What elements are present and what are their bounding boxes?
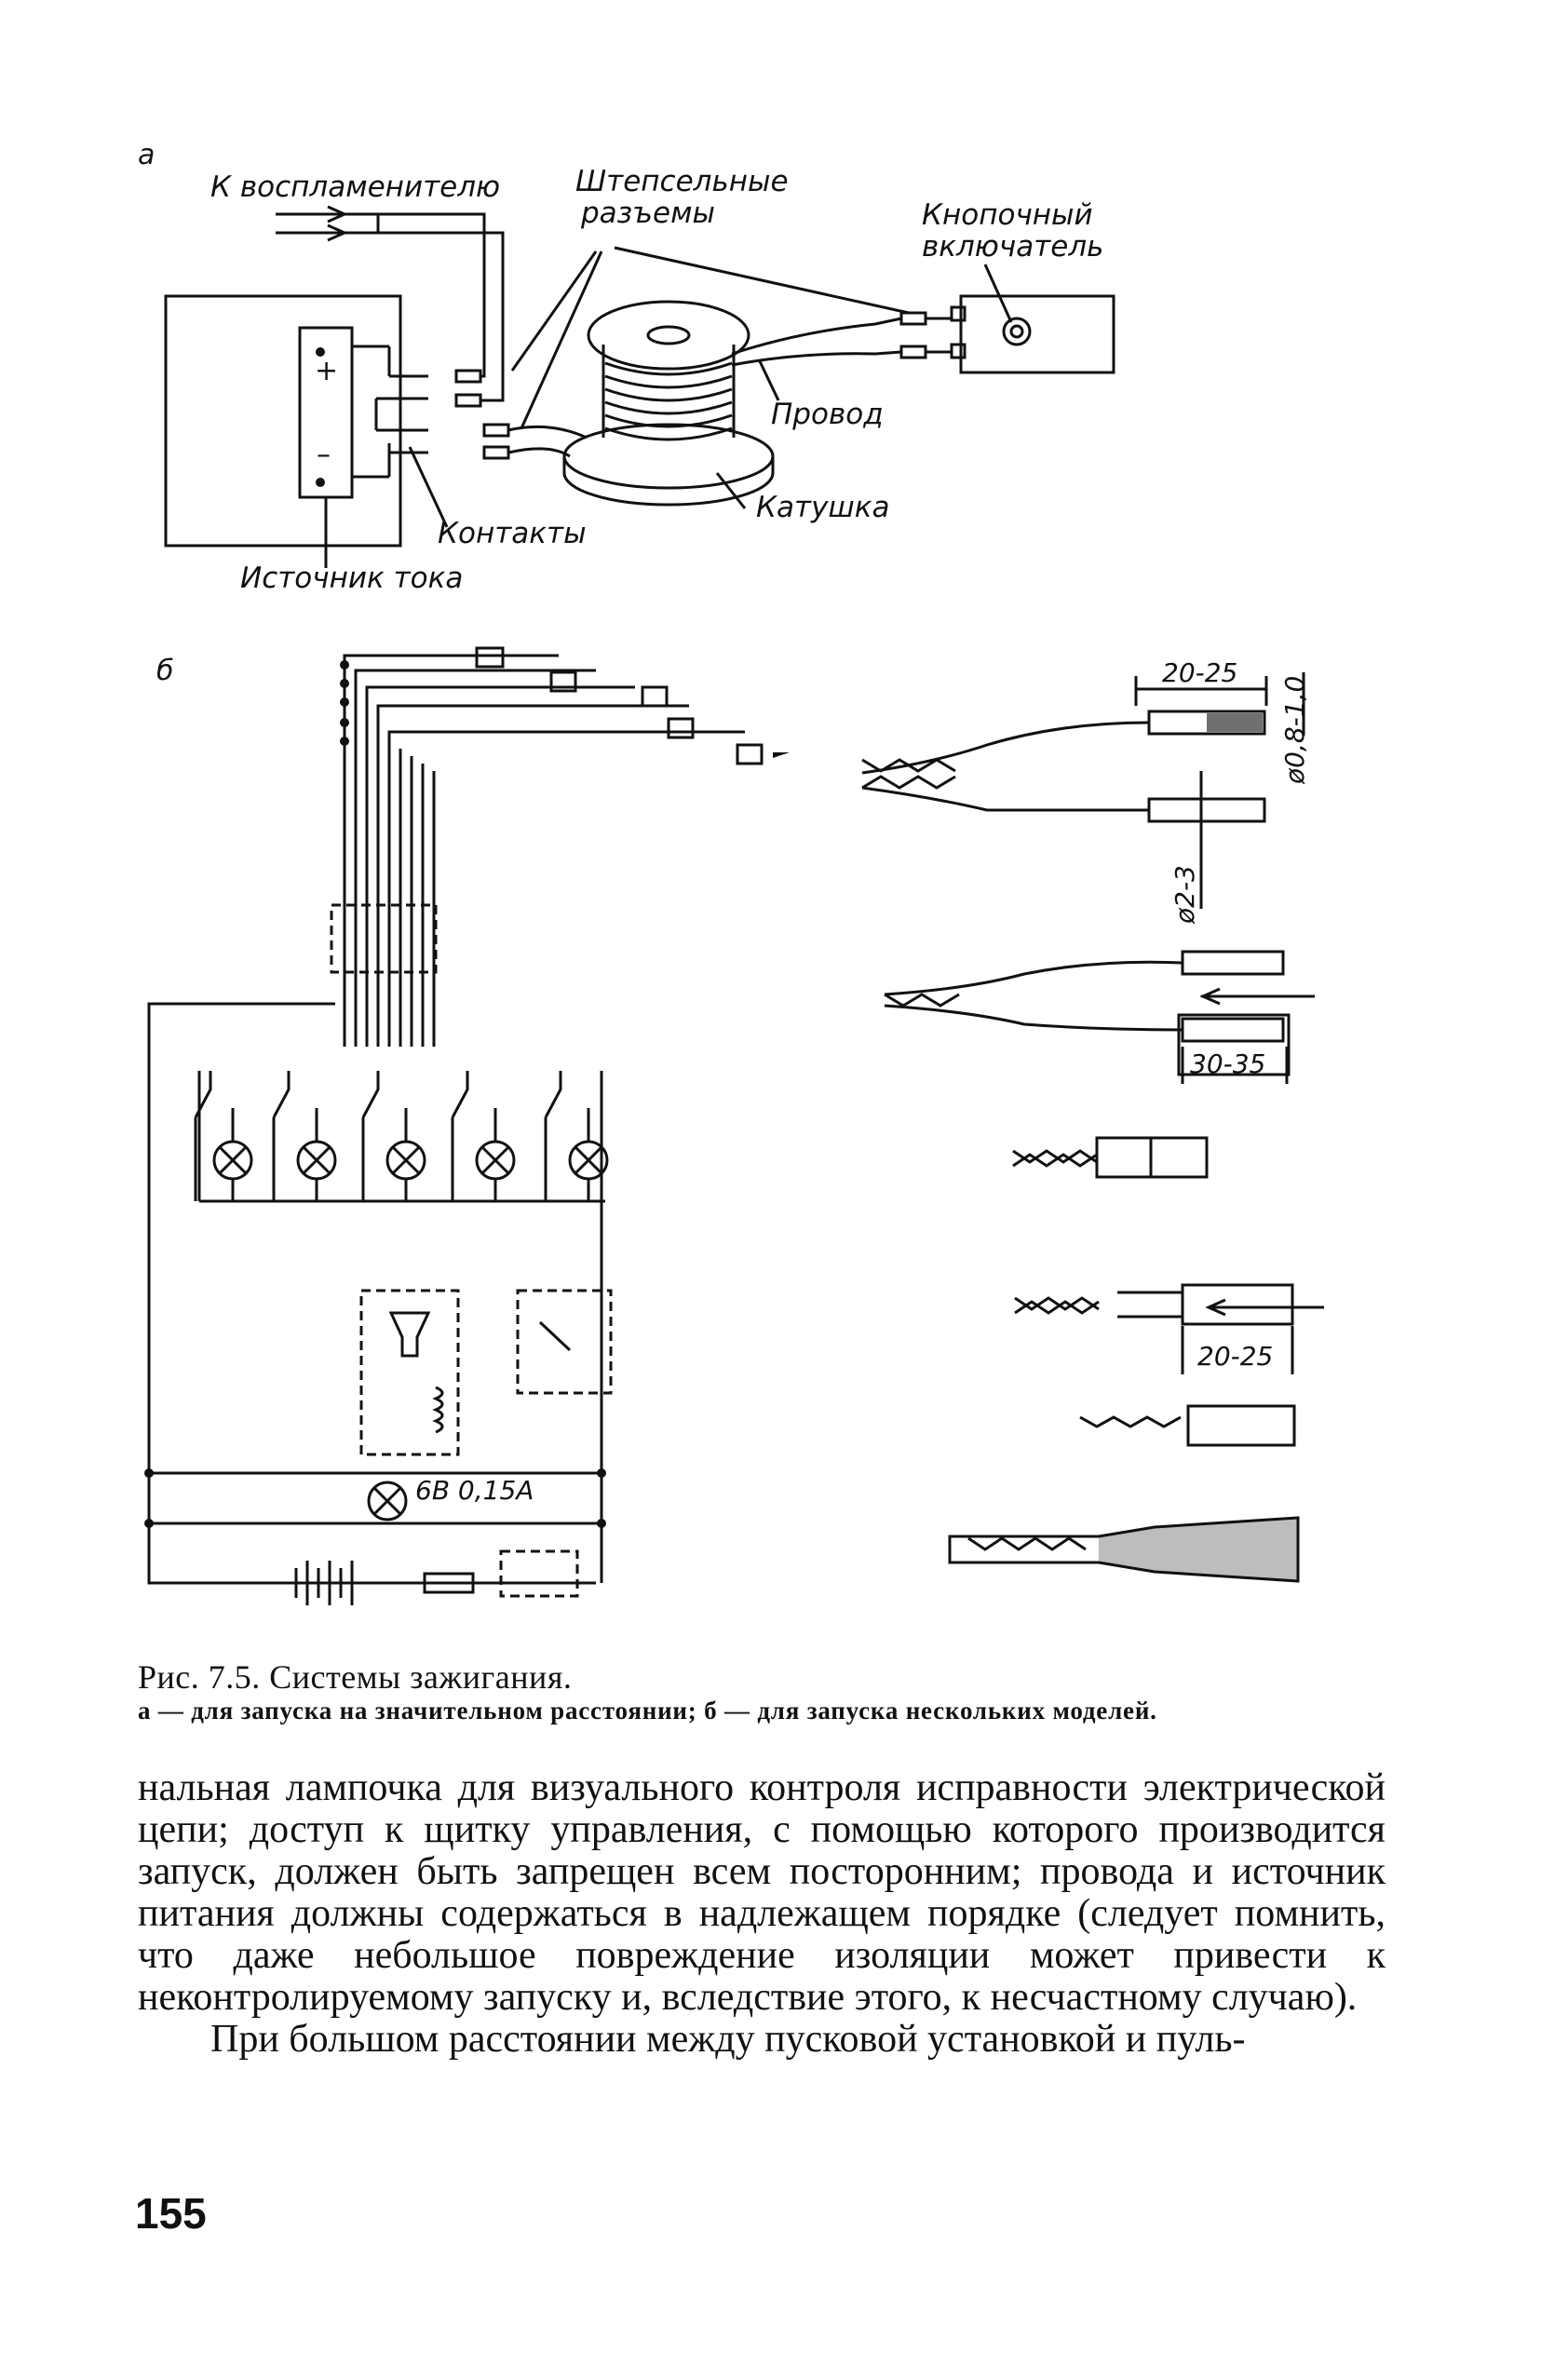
- page-number: 155: [135, 2189, 207, 2238]
- paragraph-2: При большом расстоянии между пусковой ус…: [210, 2018, 1246, 2061]
- label-plug-connectors-2: разъемы: [581, 196, 715, 230]
- figure-caption-title: Рис. 7.5. Системы зажигания.: [138, 1658, 573, 1696]
- label-igniter: К воспламенителю: [210, 170, 501, 204]
- label-wire: Провод: [771, 398, 884, 431]
- panel-letter-b: б: [156, 655, 174, 687]
- paragraph-1: нальная лампочка для визуального контрол…: [138, 1766, 1386, 2019]
- body-text: нальная лампочка для визуального контрол…: [138, 1767, 1386, 2061]
- figure-caption-subtitle: а — для запуска на значительном расстоян…: [138, 1697, 1157, 1725]
- dim-crimp-length: 20-25: [1197, 1341, 1274, 1372]
- label-coil: Катушка: [756, 491, 890, 524]
- label-contacts: Контакты: [438, 517, 587, 550]
- label-power-source: Источник тока: [240, 561, 464, 595]
- dim-insertion-length: 30-35: [1190, 1048, 1266, 1079]
- dim-wire-diameter: ø0,8-1,0: [1279, 675, 1310, 784]
- plus-sign: +: [315, 355, 338, 387]
- dim-pin-length: 20-25: [1162, 657, 1238, 688]
- label-push-switch-2: включатель: [922, 230, 1104, 264]
- power-box: [164, 294, 402, 548]
- panel-letter-a: а: [138, 139, 155, 171]
- label-lamp-rating: 6В 0,15А: [415, 1475, 534, 1506]
- label-push-switch-1: Кнопочный: [922, 198, 1093, 232]
- dim-tube-diameter: ø2-3: [1169, 865, 1200, 924]
- label-plug-connectors-1: Штепсельные: [575, 165, 789, 198]
- minus-sign: –: [317, 439, 331, 471]
